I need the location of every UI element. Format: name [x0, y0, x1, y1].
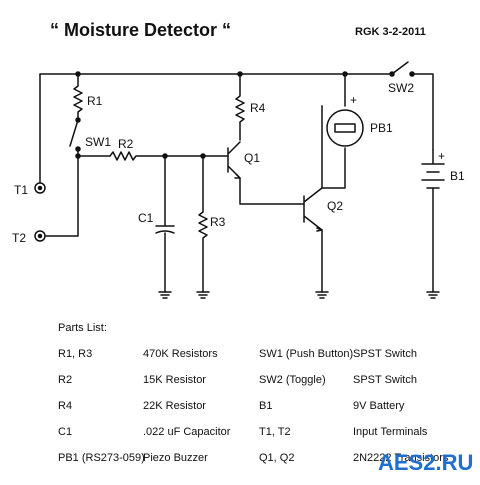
c1-capacitor — [155, 155, 175, 293]
part-description: SPST Switch — [353, 348, 417, 360]
label-sw1: SW1 — [85, 135, 111, 149]
label-sw2: SW2 — [388, 81, 414, 95]
label-q2: Q2 — [327, 199, 343, 213]
label-b1-plus: + — [438, 149, 445, 163]
watermark-logo: AES2.RU — [378, 450, 474, 475]
schematic-diagram: R1 SW1 R2 R4 Q1 PB1 + SW2 B1 + C1 R3 Q2 … — [12, 61, 465, 299]
q2-transistor — [303, 105, 323, 293]
part-description: 9V Battery — [353, 400, 405, 412]
label-r3: R3 — [210, 215, 226, 229]
pb1-buzzer — [326, 109, 364, 147]
label-t2: T2 — [12, 231, 26, 245]
part-designator: R4 — [58, 400, 73, 412]
label-r1: R1 — [87, 94, 103, 108]
label-t1: T1 — [14, 183, 28, 197]
part-description: Piezo Buzzer — [143, 452, 208, 464]
part-description: .022 uF Capacitor — [143, 426, 231, 438]
label-r4: R4 — [250, 101, 266, 115]
r2-resistor — [109, 151, 229, 161]
label-c1: C1 — [138, 211, 154, 225]
sw2-switch — [391, 61, 409, 75]
parts-list-heading: Parts List: — [58, 322, 107, 334]
part-designator: SW1 (Push Button) — [259, 348, 354, 360]
author-date: RGK 3-2-2011 — [355, 26, 426, 38]
part-description: Input Terminals — [353, 426, 428, 438]
part-designator: Q1, Q2 — [259, 452, 295, 464]
r4-resistor — [235, 73, 245, 141]
r3-resistor — [198, 155, 208, 293]
pb1-wire — [321, 73, 346, 189]
t2-terminal — [34, 230, 46, 242]
t2-wire — [45, 155, 79, 237]
q1-transistor — [227, 141, 305, 205]
part-description: SPST Switch — [353, 374, 417, 386]
junction-dots — [75, 71, 348, 159]
r1-resistor — [73, 73, 83, 121]
b1-battery — [421, 149, 445, 293]
part-designator: T1, T2 — [259, 426, 291, 438]
part-description: 2N2222 Transistors — [353, 452, 449, 464]
page-title: “ Moisture Detector “ — [50, 20, 232, 40]
part-designator: R2 — [58, 374, 73, 386]
part-designator: R1, R3 — [58, 348, 93, 360]
label-r2: R2 — [118, 137, 134, 151]
top-rail-wire — [39, 73, 434, 151]
part-description: 22K Resistor — [143, 400, 206, 412]
part-designator: C1 — [58, 426, 73, 438]
part-designator: B1 — [259, 400, 273, 412]
label-q1: Q1 — [244, 151, 260, 165]
t1-terminal — [34, 182, 46, 194]
part-designator: PB1 (RS273-059) — [58, 452, 145, 464]
part-description: 470K Resistors — [143, 348, 218, 360]
label-b1: B1 — [450, 169, 465, 183]
part-description: 15K Resistor — [143, 374, 206, 386]
label-pb1-plus: + — [350, 93, 357, 107]
part-designator: SW2 (Toggle) — [259, 374, 326, 386]
label-pb1: PB1 — [370, 121, 393, 135]
ground-symbols — [158, 291, 440, 299]
